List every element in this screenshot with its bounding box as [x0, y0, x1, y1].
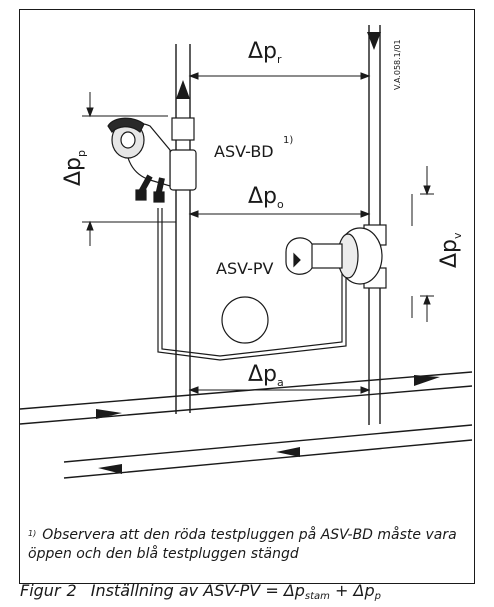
label-asv-pv: ASV-PV [216, 259, 274, 278]
footnote-line-1: 1) Observera att den röda testpluggen på … [28, 526, 488, 545]
drawing-code: V.A.058.1/01 [393, 39, 402, 90]
label-dp-v: Δpv [437, 232, 464, 268]
label-asv-bd-footnote-ref: 1) [283, 135, 293, 146]
caption-sub-stam: stam [304, 591, 330, 602]
flow-arrow-down [367, 32, 381, 50]
flow-arrow-up [176, 80, 190, 99]
diagram-frame [19, 9, 475, 584]
caption-text: Inställning av ASV-PV = Δp [90, 581, 305, 600]
label-dp-r: Δpr [248, 39, 282, 66]
footnote: 1) Observera att den röda testpluggen på … [28, 526, 488, 564]
impulse-tube [157, 208, 347, 361]
label-asv-bd: ASV-BD [214, 142, 274, 161]
flow-arrow-return-left2 [276, 447, 300, 457]
footnote-marker: 1) [28, 529, 37, 538]
footnote-text-1: Observera att den röda testpluggen på AS… [42, 527, 457, 543]
supply-pipe-horizontal [19, 371, 473, 425]
flow-arrow-supply-left [96, 409, 122, 419]
flow-arrows [96, 32, 440, 474]
flow-arrow-return-left1 [98, 464, 122, 474]
figure-caption: Figur 2 Inställning av ASV-PV = Δpstam + Δ… [20, 581, 490, 607]
label-dp-p: Δpp [61, 150, 88, 186]
impulse-tube-coil [221, 296, 269, 344]
flow-arrow-supply-right [414, 375, 440, 386]
footnote-text-2: öppen och den blå testpluggen stängd [28, 546, 299, 562]
asv-pv-valve [285, 224, 387, 289]
riser-pipe-left [175, 44, 191, 414]
caption-label: Figur [20, 581, 61, 600]
caption-number: 2 [66, 581, 77, 600]
footnote-line-2: öppen och den blå testpluggen stängd [28, 545, 488, 564]
asv-bd-valve [107, 117, 197, 203]
caption-sub-p: p [374, 591, 381, 602]
caption-plus: + Δp [329, 581, 375, 600]
return-pipe-horizontal [63, 424, 473, 479]
dimension-lines [82, 72, 434, 394]
label-dp-a: Δpa [248, 362, 284, 389]
label-dp-o: Δpo [248, 184, 284, 211]
